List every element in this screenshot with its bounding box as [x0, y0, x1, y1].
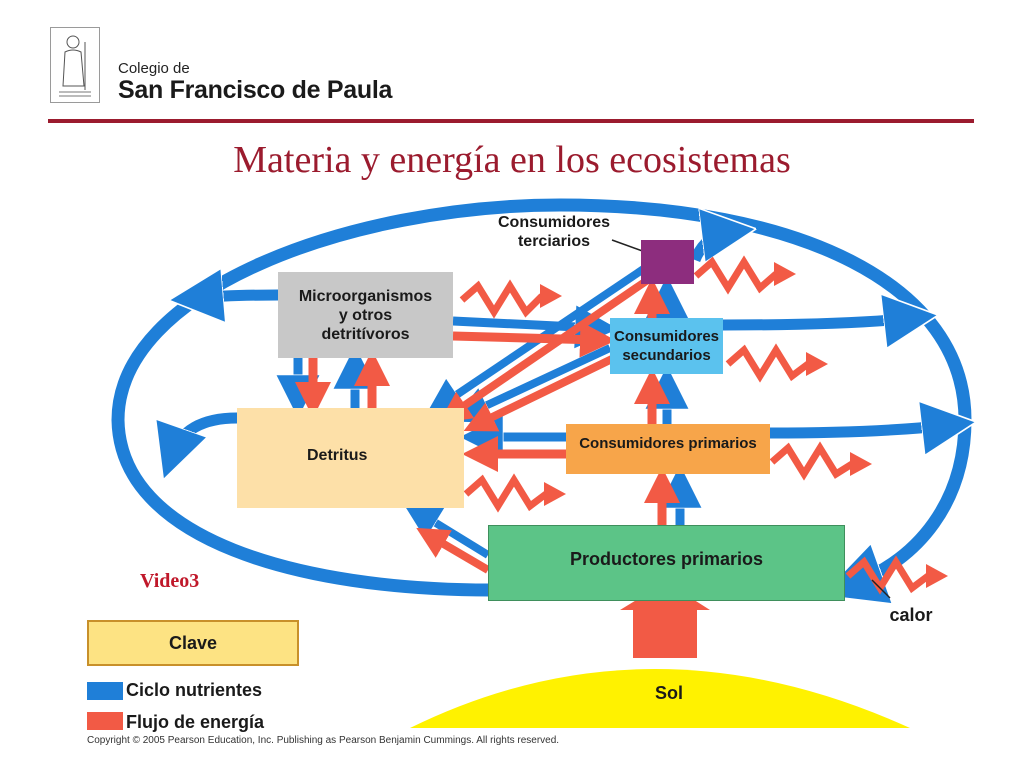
heat-arrowhead-tertiary [774, 262, 796, 286]
nutrient-arrow-tertiary-out [689, 232, 730, 260]
label-sun: Sol [654, 683, 683, 703]
heat-zigzag-tertiary [693, 255, 779, 295]
heat-leader-line [871, 579, 891, 599]
label-secondary-line2: secundarios [622, 347, 711, 364]
sun-shape [410, 669, 910, 728]
header-divider [48, 119, 974, 123]
legend-nutrients-label: Ciclo nutrientes [126, 680, 263, 700]
label-secondary-line1: Consumidores [613, 328, 719, 345]
label-micro-line1: Microorganismos [298, 287, 433, 305]
heat-arrowhead-microorganisms [540, 284, 562, 308]
nutrient-arrow-to-outer-left [195, 295, 279, 298]
heat-arrowhead-producers [926, 564, 948, 588]
label-detritus: Detritus [307, 447, 368, 464]
school-logo [50, 27, 100, 103]
video-link[interactable]: Video3 [140, 570, 200, 592]
energy-arrow-micro-to-secondary [452, 321, 616, 358]
school-name-line1: Colegio de [118, 60, 190, 77]
heat-zigzag-secondary [725, 343, 811, 383]
node-tertiary-consumers [641, 240, 694, 284]
label-heat: calor [889, 605, 933, 625]
saint-figure-icon [59, 35, 91, 97]
label-tertiary-line2: terciarios [517, 233, 591, 250]
label-micro-line3: detritívoros [321, 325, 410, 343]
heat-arrowhead-secondary [806, 352, 828, 376]
label-tertiary-consumers: Consumidores terciarios [488, 213, 620, 251]
copyright-notice: Copyright © 2005 Pearson Education, Inc.… [87, 735, 560, 746]
node-microorganisms: Microorganismos y otros detritívoros [278, 272, 453, 358]
node-primary-consumers: Consumidores primarios [566, 424, 770, 474]
heat-zigzag-producers [845, 555, 931, 595]
label-primary-producers: Productores primarios [569, 549, 764, 569]
heat-zigzag-primary [769, 441, 854, 481]
label-tertiary-line1: Consumidores [497, 214, 610, 231]
nutrient-arrow-primary-out [769, 425, 950, 433]
school-name-line2: San Francisco de Paula [118, 76, 393, 104]
sun-energy-arrow [620, 582, 710, 658]
nutrient-arrow-producers-to-detritus [418, 512, 491, 559]
node-secondary-consumers: Consumidores secundarios [610, 318, 723, 374]
heat-arrowhead-detritus [544, 482, 566, 506]
node-detritus: Detritus [237, 408, 464, 508]
nutrient-arrow-secondary-out [722, 318, 912, 325]
heat-zigzag-microorganisms [459, 279, 545, 319]
legend-swatch-energy [87, 712, 123, 730]
nutrient-arrow-detritus-out [172, 412, 238, 455]
node-primary-producers: Productores primarios [488, 525, 845, 601]
heat-zigzag-detritus [463, 473, 549, 513]
heat-arrowhead-primary [850, 452, 872, 476]
legend-title: Clave [168, 632, 218, 653]
legend-swatch-nutrients [87, 682, 123, 700]
page-title: Materia y energía en los ecosistemas [233, 139, 791, 181]
energy-arrow-tertiary-to-detritus [438, 271, 658, 424]
label-micro-line2: y otros [338, 306, 393, 324]
legend-energy-label: Flujo de energía [126, 712, 265, 732]
label-primary-consumers: Consumidores primarios [579, 435, 757, 452]
energy-arrow-producers-to-detritus [416, 527, 491, 574]
legend-key-box: Clave [87, 620, 299, 666]
energy-arrow-secondary-to-detritus [463, 354, 616, 432]
